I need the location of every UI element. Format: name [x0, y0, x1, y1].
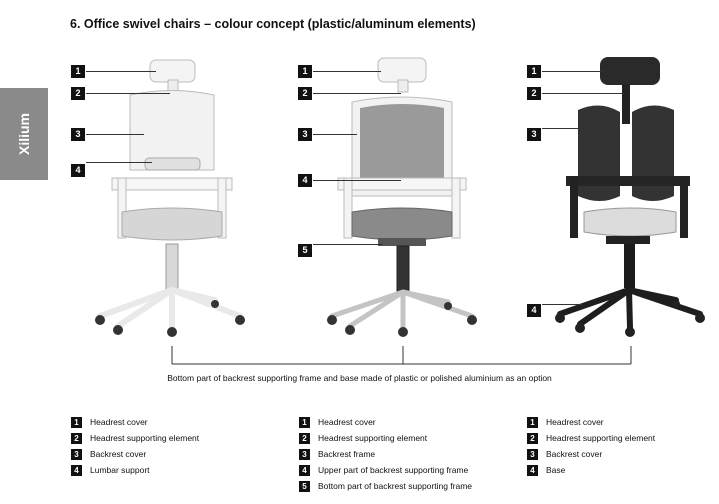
chair2-marker-2: 2	[298, 87, 312, 100]
leader	[86, 71, 156, 72]
chair2-marker-3: 3	[298, 128, 312, 141]
chair-black	[555, 57, 705, 337]
legend-label: Headrest cover	[318, 417, 376, 427]
legend-number: 3	[71, 449, 82, 460]
legend-label: Headrest supporting element	[90, 433, 200, 443]
side-tab: Xilium	[0, 88, 48, 180]
leader	[313, 71, 381, 72]
chair1-marker-3: 3	[71, 128, 85, 141]
chair1-marker-4: 4	[71, 164, 85, 177]
legend-number: 3	[527, 449, 538, 460]
chair2-marker-4: 4	[298, 174, 312, 187]
chair2-marker-5: 5	[298, 244, 312, 257]
caption: Bottom part of backrest supporting frame…	[167, 373, 552, 383]
legend-label: Headrest cover	[546, 417, 604, 427]
chair2-marker-1: 1	[298, 65, 312, 78]
legend-label: Headrest cover	[90, 417, 148, 427]
legend-number: 3	[299, 449, 310, 460]
legend-number: 4	[71, 465, 82, 476]
chair3-marker-4: 4	[527, 304, 541, 317]
chair-grey-aluminium	[327, 57, 477, 337]
legend-number: 4	[527, 465, 538, 476]
bracket	[171, 346, 632, 365]
leader	[542, 93, 624, 94]
legend-label: Headrest supporting element	[318, 433, 428, 443]
legend-number: 5	[299, 481, 310, 492]
leader	[313, 244, 383, 245]
chair3-marker-1: 1	[527, 65, 541, 78]
leader	[313, 180, 401, 181]
legend-number: 1	[299, 417, 310, 428]
legend-label: Bottom part of backrest supporting frame	[318, 481, 473, 491]
legend-label: Upper part of backrest supporting frame	[318, 465, 469, 475]
legend-number: 4	[299, 465, 310, 476]
legend-number: 1	[527, 417, 538, 428]
legend-label: Lumbar support	[90, 465, 150, 475]
legend-label: Backrest frame	[318, 449, 376, 459]
leader	[542, 128, 598, 129]
legend-label: Backrest cover	[546, 449, 603, 459]
leader	[86, 134, 144, 135]
legend-number: 2	[71, 433, 82, 444]
legend-label: Headrest supporting element	[546, 433, 656, 443]
legend-label: Base	[546, 465, 566, 475]
chair-white	[95, 59, 245, 337]
chair1-marker-1: 1	[71, 65, 85, 78]
leader	[313, 93, 401, 94]
leader	[542, 71, 604, 72]
chair3-marker-3: 3	[527, 128, 541, 141]
leader	[542, 304, 582, 305]
chair1-marker-2: 2	[71, 87, 85, 100]
page-title: 6. Office swivel chairs – colour concept…	[70, 17, 476, 31]
leader	[86, 162, 152, 163]
legend-label: Backrest cover	[90, 449, 147, 459]
chair3-marker-2: 2	[527, 87, 541, 100]
legend-number: 2	[527, 433, 538, 444]
leader	[313, 134, 357, 135]
legend-number: 2	[299, 433, 310, 444]
legend-number: 1	[71, 417, 82, 428]
leader	[86, 93, 170, 94]
